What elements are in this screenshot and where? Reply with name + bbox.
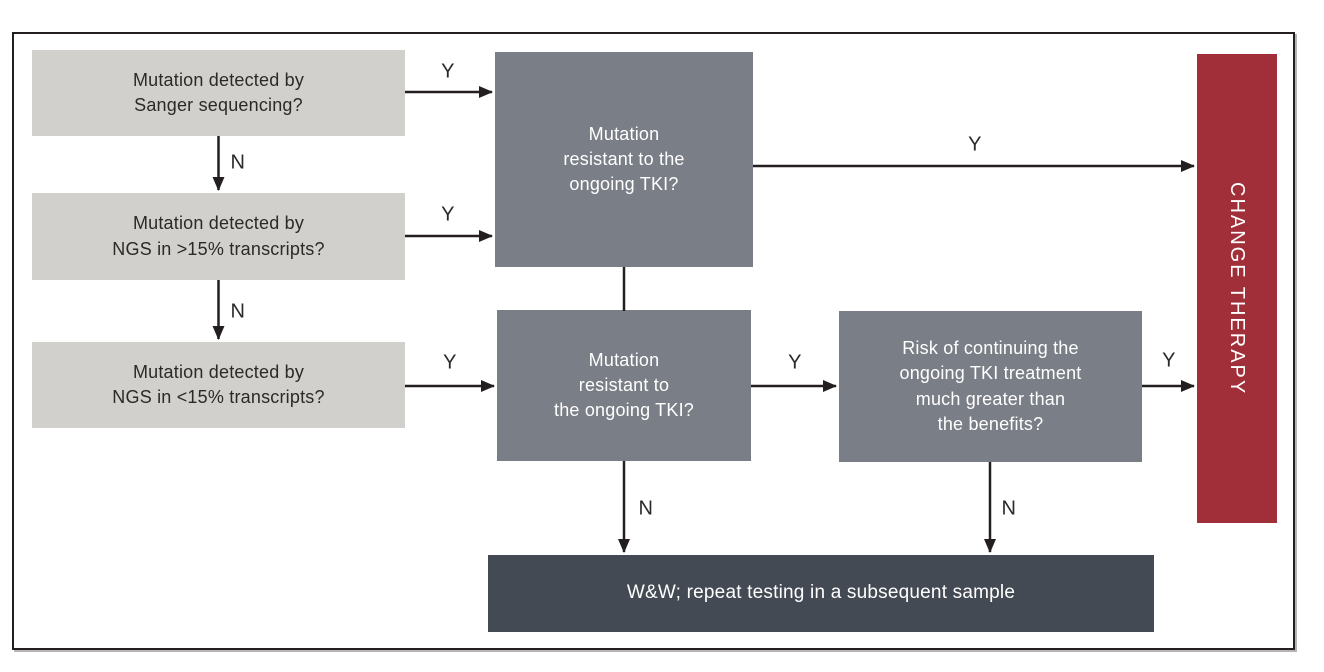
node-ngs-high-question: Mutation detected by NGS in >15% transcr… (32, 193, 405, 280)
edge-label-resistant-bottom-no: N (638, 497, 654, 520)
node-resistant-top-question: Mutation resistant to the ongoing TKI? (495, 52, 753, 267)
edge-label-resistant-top-yes: Y (968, 133, 982, 156)
node-risk-question: Risk of continuing the ongoing TKI treat… (839, 311, 1142, 462)
edge-label-risk-no: N (1001, 497, 1017, 520)
node-ngs-low-question: Mutation detected by NGS in <15% transcr… (32, 342, 405, 428)
edge-label-ngs-low-yes: Y (443, 351, 457, 374)
edge-label-sanger-yes: Y (441, 60, 455, 83)
node-watch-and-wait: W&W; repeat testing in a subsequent samp… (488, 555, 1154, 632)
edge-label-risk-yes: Y (1162, 349, 1176, 372)
edge-label-sanger-no: N (230, 151, 246, 174)
node-sanger-question: Mutation detected by Sanger sequencing? (32, 50, 405, 136)
node-change-therapy: CHANGE THERAPY (1197, 54, 1277, 523)
node-resistant-bottom-question: Mutation resistant to the ongoing TKI? (497, 310, 751, 461)
edge-label-ngs-high-no: N (230, 300, 246, 323)
edge-label-ngs-high-yes: Y (441, 203, 455, 226)
edge-label-resistant-bottom-yes: Y (788, 351, 802, 374)
